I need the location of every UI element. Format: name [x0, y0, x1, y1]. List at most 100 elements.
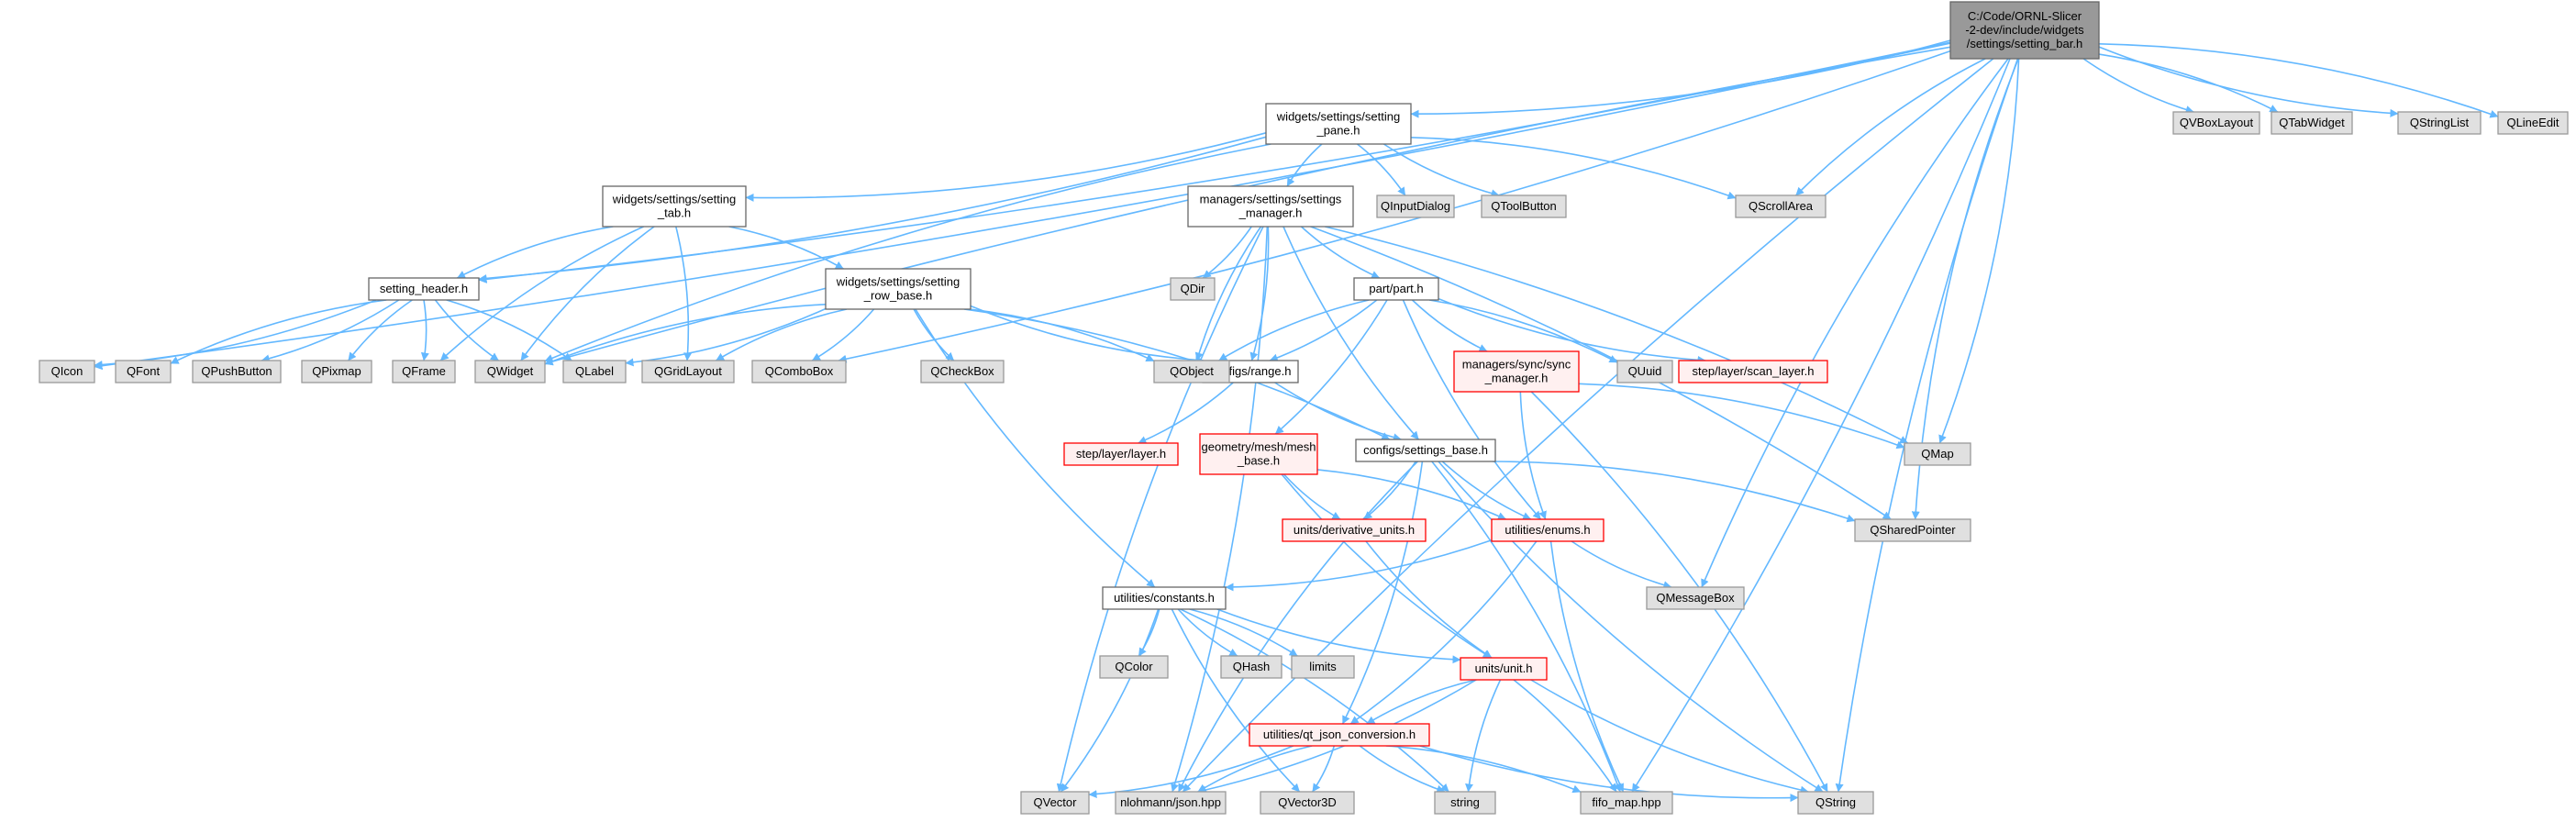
edge-sync_manager-to-QMap	[1578, 383, 1905, 450]
node-label: _manager.h	[1484, 372, 1549, 385]
edge-setting_bar-to-QScrollArea	[1795, 58, 1986, 196]
node-qt_json[interactable]: utilities/qt_json_conversion.h	[1249, 723, 1430, 747]
edge-setting_header-to-QFrame	[420, 299, 429, 361]
edge-constants-to-QHash	[1177, 608, 1238, 657]
node-label: QCheckBox	[930, 364, 994, 378]
node-QFont: QFont	[115, 360, 172, 383]
node-box	[1115, 791, 1227, 815]
edge-setting_pane-to-settings_manager	[1286, 143, 1323, 187]
dependency-edges	[94, 39, 2499, 803]
node-box	[392, 360, 456, 383]
edge-setting_row_base-to-QComboBox	[811, 308, 875, 361]
node-label: utilities/constants.h	[1114, 591, 1215, 605]
node-setting_bar[interactable]: C:/Code/ORNL-Slicer-2-dev/include/widget…	[1949, 1, 2100, 60]
node-label: widgets/settings/setting	[612, 193, 736, 206]
node-QMessageBox: QMessageBox	[1646, 586, 1745, 610]
node-label: QLineEdit	[2506, 116, 2559, 129]
node-settings_manager[interactable]: managers/settings/settings_manager.h	[1187, 185, 1354, 228]
edge-setting_row_base-to-QWidget	[544, 304, 827, 366]
edge-setting_bar-to-QTabWidget	[2098, 53, 2279, 113]
node-setting_pane[interactable]: widgets/settings/setting_pane.h	[1265, 103, 1412, 145]
node-label: QPixmap	[312, 364, 361, 378]
node-mesh_base[interactable]: geometry/mesh/mesh_base.h	[1199, 433, 1318, 475]
node-QScrollArea: QScrollArea	[1735, 194, 1827, 218]
node-box	[1355, 439, 1496, 462]
edge-setting_tab-to-QWidget	[520, 226, 655, 361]
node-label: QUuid	[1628, 364, 1662, 378]
node-derivative_units[interactable]: units/derivative_units.h	[1282, 518, 1427, 542]
node-label: step/layer/layer.h	[1076, 447, 1166, 461]
node-QPushButton: QPushButton	[192, 360, 282, 383]
node-label: part/part.h	[1369, 282, 1423, 295]
node-box	[920, 360, 1005, 383]
node-QFrame: QFrame	[392, 360, 456, 383]
node-unit[interactable]: units/unit.h	[1460, 657, 1548, 681]
node-label: _base.h	[1237, 454, 1280, 468]
node-enums[interactable]: utilities/enums.h	[1491, 518, 1604, 542]
edge-setting_bar-to-setting_header	[478, 41, 1951, 283]
edge-unit-to-QString	[1530, 679, 1809, 794]
node-label: QFrame	[402, 364, 446, 378]
node-constants[interactable]: utilities/constants.h	[1102, 586, 1227, 610]
node-QUuid: QUuid	[1616, 360, 1673, 383]
node-sync_manager[interactable]: managers/sync/sync_manager.h	[1453, 350, 1580, 393]
node-setting_header[interactable]: setting_header.h	[368, 277, 480, 301]
node-box	[1282, 518, 1427, 542]
node-box	[1249, 723, 1430, 747]
node-setting_tab[interactable]: widgets/settings/setting_tab.h	[602, 185, 747, 228]
edge-mesh_base-to-enums	[1316, 469, 1506, 520]
node-box	[2397, 111, 2482, 135]
node-label: /settings/setting_bar.h	[1967, 37, 2082, 50]
node-label: QTabWidget	[2279, 116, 2345, 129]
edge-settings_manager-to-QMap	[1325, 226, 1909, 444]
node-QLineEdit: QLineEdit	[2497, 111, 2569, 135]
edge-qt_json-to-QString	[1419, 745, 1799, 803]
node-QColor: QColor	[1099, 655, 1169, 679]
edge-part-to-range	[1269, 299, 1378, 362]
edge-part-to-sync_manager	[1411, 299, 1488, 352]
node-setting_row_base[interactable]: widgets/settings/setting_row_base.h	[825, 268, 972, 310]
edge-constants-to-QVector	[1060, 608, 1160, 793]
node-label: step/layer/scan_layer.h	[1693, 364, 1815, 378]
node-layer[interactable]: step/layer/layer.h	[1063, 442, 1179, 466]
node-box	[1020, 791, 1090, 815]
node-label: configs/settings_base.h	[1363, 443, 1488, 457]
node-label: geometry/mesh/mesh	[1202, 440, 1316, 454]
edge-part-to-scan_layer	[1438, 297, 1706, 364]
node-box	[1291, 655, 1355, 679]
edge-settings_manager-to-settings_base	[1282, 226, 1419, 440]
edge-setting_bar-to-QVBoxLayout	[2082, 58, 2194, 114]
edge-setting_bar-to-QMap	[1938, 58, 2020, 444]
node-label: QVector	[1034, 795, 1078, 809]
edge-setting_bar-to-QLineEdit	[2098, 43, 2499, 118]
edge-settings_manager-to-QObject	[1194, 226, 1262, 361]
node-QVector: QVector	[1020, 791, 1090, 815]
node-box	[1153, 360, 1230, 383]
node-QObject: QObject	[1153, 360, 1230, 383]
node-label: QHash	[1233, 660, 1270, 673]
node-limits: limits	[1291, 655, 1355, 679]
edge-settings_base-to-QString	[1438, 461, 1824, 793]
node-box	[368, 277, 480, 301]
edge-setting_pane-to-QToolButton	[1382, 143, 1500, 198]
node-fifo_map: fifo_map.hpp	[1580, 791, 1673, 815]
node-label: QColor	[1115, 660, 1153, 673]
node-box	[562, 360, 627, 383]
node-part[interactable]: part/part.h	[1353, 277, 1439, 301]
edge-part-to-mesh_base	[1274, 299, 1388, 435]
node-settings_base[interactable]: configs/settings_base.h	[1355, 439, 1496, 462]
node-scan_layer[interactable]: step/layer/scan_layer.h	[1678, 360, 1828, 383]
edge-setting_bar-to-QString	[1835, 58, 2019, 793]
edge-unit-to-fifo_map	[1513, 679, 1617, 793]
edge-setting_bar-to-QComboBox	[838, 50, 1951, 363]
node-QVBoxLayout: QVBoxLayout	[2172, 111, 2260, 135]
node-box	[192, 360, 282, 383]
node-QGridLayout: QGridLayout	[641, 360, 735, 383]
node-label: QVector3D	[1278, 795, 1337, 809]
edge-constants-to-string	[1180, 608, 1449, 793]
node-box	[641, 360, 735, 383]
node-box	[751, 360, 847, 383]
edge-qt_json-to-json	[1197, 745, 1313, 793]
edge-range-to-settings_base	[1274, 382, 1402, 442]
